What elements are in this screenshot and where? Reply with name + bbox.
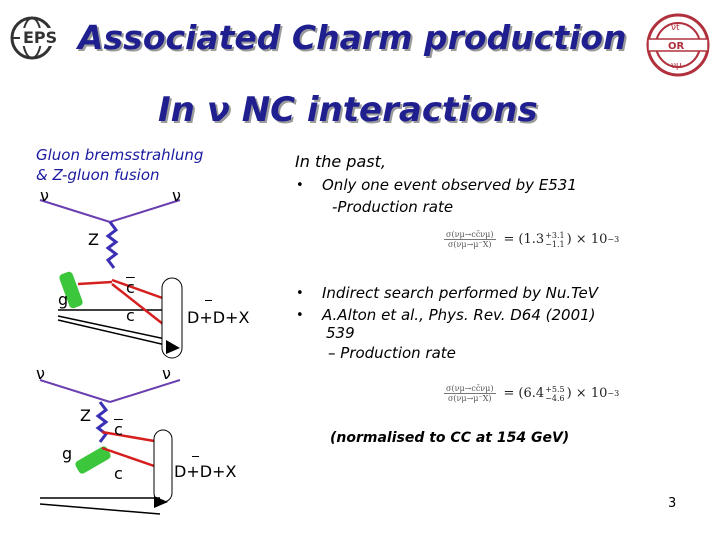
top-proton-line-3 bbox=[57, 319, 171, 347]
top-nu-in-line bbox=[39, 199, 111, 223]
diagram-heading-2: & Z-gluon fusion bbox=[36, 166, 160, 184]
formula-e531-ratio: σ(νμ→cc̄νμ) σ(νμ→μ⁻X) bbox=[444, 230, 496, 249]
formula-e531: σ(νμ→cc̄νμ) σ(νμ→μ⁻X) = (1.3 +3.1−1.1 ) … bbox=[444, 230, 620, 249]
bottom-nu-out-label: ν bbox=[162, 364, 171, 383]
bullet-1-line-2: -Production rate bbox=[332, 198, 454, 216]
top-nu-out-line bbox=[109, 199, 181, 223]
top-c-line bbox=[111, 283, 169, 329]
top-arrow bbox=[166, 340, 180, 354]
bottom-nu-in-label: ν bbox=[36, 364, 45, 383]
bullet-dot-1: • bbox=[296, 178, 304, 193]
top-z-label: Z bbox=[88, 230, 99, 249]
top-gluon-blob bbox=[59, 271, 83, 309]
bottom-z-label: Z bbox=[80, 406, 91, 425]
bottom-gluon-blob bbox=[75, 446, 111, 474]
slide-subtitle: In ν NC interactions bbox=[158, 90, 538, 130]
bottom-g-label: g bbox=[62, 444, 73, 463]
bullet-2: Indirect search performed by Nu.TeV bbox=[322, 284, 598, 302]
bullet-dot-2: • bbox=[296, 286, 304, 301]
diagram-heading-1: Gluon bremsstrahlung bbox=[36, 146, 204, 164]
bullet-3-line-2: 539 bbox=[326, 324, 355, 342]
bottom-cbar-line bbox=[101, 430, 161, 444]
chorus-logo: OR νt νμ bbox=[646, 13, 710, 77]
top-dbar-overline bbox=[205, 300, 212, 301]
top-g-label: g bbox=[58, 290, 69, 309]
top-cbar-label: c bbox=[126, 278, 135, 297]
eps-logo-text: EPS bbox=[23, 28, 57, 47]
bullet-3-line-1: A.Alton et al., Phys. Rev. D64 (2001) bbox=[322, 306, 596, 324]
bottom-nu-out-line bbox=[109, 379, 181, 403]
bottom-hadron-blob bbox=[153, 429, 173, 503]
top-gluon-to-vertex bbox=[77, 280, 113, 286]
bottom-final-state: D+D+X bbox=[174, 462, 237, 481]
bottom-nu-in-line bbox=[39, 379, 111, 403]
top-nu-in-label: ν bbox=[40, 186, 49, 205]
bullet-1-line-1: Only one event observed by E531 bbox=[322, 176, 577, 194]
top-final-state: D+D+X bbox=[187, 308, 250, 327]
top-c-label: c bbox=[126, 306, 135, 325]
bottom-z-boson bbox=[95, 401, 109, 443]
bullet-dot-3: • bbox=[296, 308, 304, 323]
top-nu-out-label: ν bbox=[172, 186, 181, 205]
top-hadron-blob bbox=[161, 277, 183, 359]
chorus-logo-top: νt bbox=[671, 23, 680, 33]
eps-logo: EPS bbox=[10, 16, 62, 60]
bottom-arrow bbox=[154, 496, 168, 508]
bottom-cbar-label: c bbox=[114, 420, 123, 439]
chorus-logo-bottom: νμ bbox=[671, 61, 682, 71]
chorus-logo-center: OR bbox=[668, 41, 685, 52]
bottom-c-label: c bbox=[114, 464, 123, 483]
past-heading: In the past, bbox=[295, 152, 386, 171]
formula-nutev: σ(νμ→cc̄νμ) σ(νμ→μ⁻X) = (6.4 +5.5−4.6 ) … bbox=[444, 384, 620, 403]
bottom-c-line bbox=[101, 446, 161, 470]
formula-nutev-ratio: σ(νμ→cc̄νμ) σ(νμ→μ⁻X) bbox=[444, 384, 496, 403]
bottom-dbar-overline bbox=[192, 456, 199, 457]
page-number: 3 bbox=[668, 496, 677, 511]
top-z-boson bbox=[105, 221, 119, 269]
bottom-proton-line-2 bbox=[39, 503, 161, 515]
top-proton-line-2 bbox=[57, 315, 171, 341]
top-cbar-line bbox=[111, 278, 169, 302]
slide-title: Associated Charm production bbox=[78, 18, 627, 57]
normalisation-note: (normalised to CC at 154 GeV) bbox=[330, 430, 570, 446]
feynman-diagrams bbox=[39, 199, 183, 515]
bullet-3-line-3: – Production rate bbox=[328, 344, 456, 362]
